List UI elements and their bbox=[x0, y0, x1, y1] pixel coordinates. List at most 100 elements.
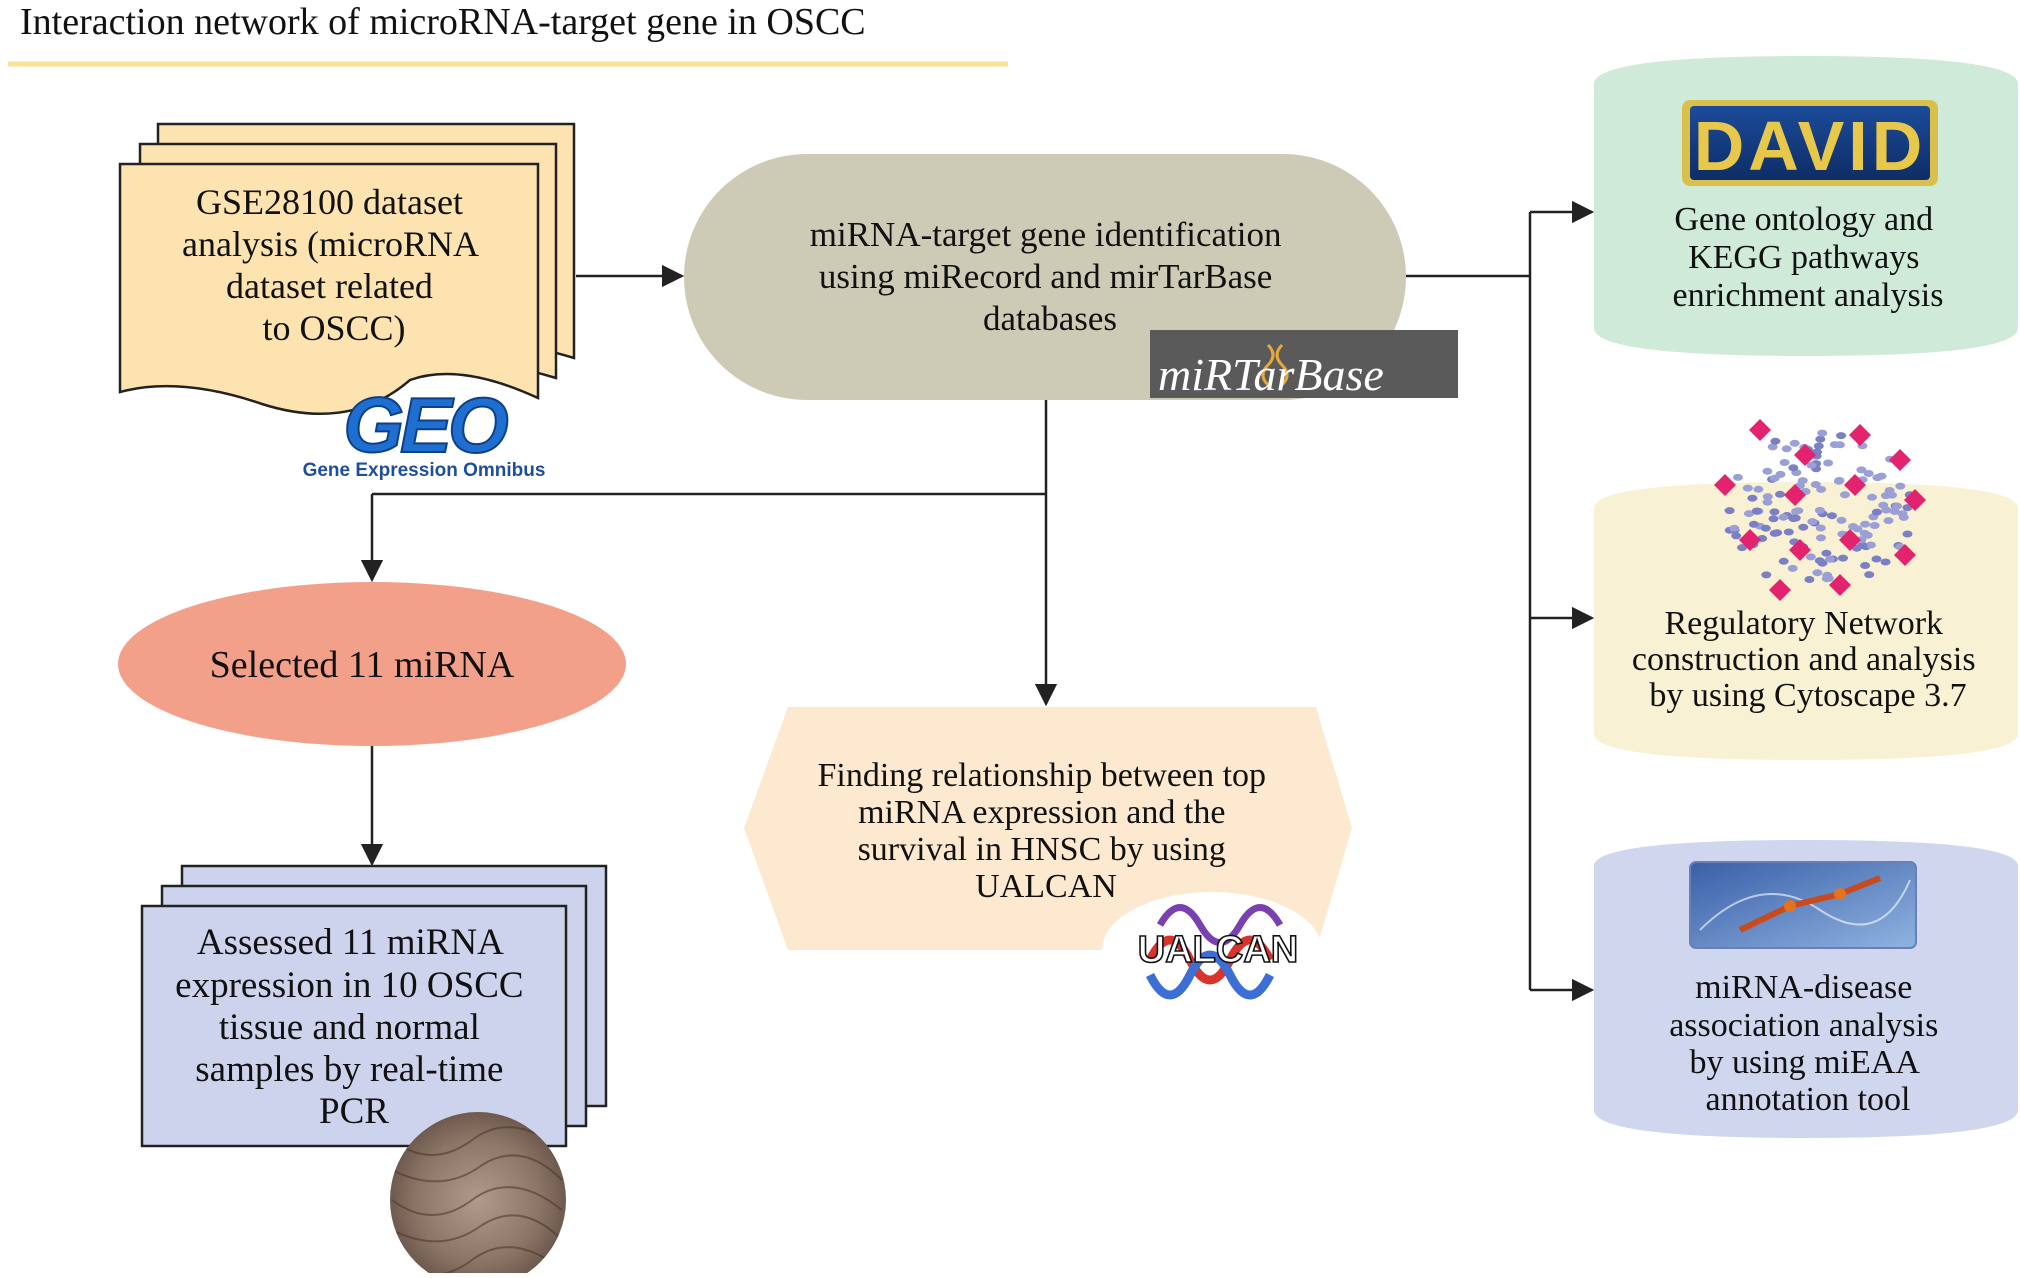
network-node bbox=[1729, 524, 1740, 532]
network-node bbox=[1836, 432, 1847, 440]
assessed-expression-line: PCR bbox=[319, 1091, 389, 1132]
geo-dataset-text: GSE28100 dataset analysis (microRNA data… bbox=[182, 182, 486, 348]
regulatory-network-line: by using Cytoscape 3.7 bbox=[1649, 677, 1966, 714]
network-node bbox=[1823, 574, 1834, 582]
network-node bbox=[1783, 528, 1794, 536]
network-node bbox=[1827, 512, 1837, 520]
network-node bbox=[1790, 514, 1801, 522]
disease-association-text: miRNA-disease association analysis by us… bbox=[1669, 969, 1947, 1118]
network-node bbox=[1817, 429, 1828, 437]
network-node bbox=[1862, 531, 1873, 539]
network-node bbox=[1815, 524, 1826, 532]
survival-analysis-line: UALCAN bbox=[975, 868, 1117, 905]
network-node bbox=[1814, 506, 1825, 514]
survival-analysis-hexagon bbox=[744, 707, 1352, 950]
network-node bbox=[1806, 461, 1817, 469]
tissue-image bbox=[390, 1112, 566, 1278]
network-node bbox=[1751, 507, 1762, 515]
survival-analysis-node: Finding relationship between top miRNA e… bbox=[744, 707, 1352, 1008]
disease-association-line: miRNA-disease bbox=[1695, 969, 1912, 1006]
network-node bbox=[1876, 472, 1887, 480]
network-node bbox=[1760, 524, 1771, 532]
network-node bbox=[1762, 467, 1773, 475]
geo-dataset-line: GSE28100 dataset bbox=[196, 182, 463, 222]
ualcan-logo: UALCAN bbox=[1102, 892, 1322, 1008]
mirtarbase-logo: miRTarBase bbox=[1150, 330, 1458, 398]
network-node bbox=[1895, 482, 1906, 490]
network-node bbox=[1869, 522, 1880, 529]
target-identification-node: miRNA-target gene identification using m… bbox=[684, 154, 1458, 400]
network-hub-diamond bbox=[1769, 579, 1791, 601]
network-node bbox=[1791, 508, 1801, 515]
assessed-expression-line: tissue and normal bbox=[219, 1007, 480, 1048]
go-kegg-line: enrichment analysis bbox=[1673, 277, 1944, 314]
network-node bbox=[1731, 532, 1742, 540]
dna-wave-icon bbox=[1145, 935, 1275, 985]
network-hub-diamond bbox=[1794, 444, 1816, 466]
network-node bbox=[1856, 466, 1867, 474]
network-node bbox=[1816, 485, 1827, 493]
network-node bbox=[1797, 477, 1808, 485]
target-identification-line: using miRecord and mirTarBase bbox=[819, 257, 1272, 296]
network-node bbox=[1871, 555, 1882, 563]
target-identification-line: miRNA-target gene identification bbox=[810, 215, 1282, 254]
network-node bbox=[1812, 569, 1823, 577]
network-node bbox=[1821, 549, 1832, 557]
helix-icon bbox=[1261, 343, 1289, 387]
network-hub-diamond bbox=[1739, 529, 1761, 551]
assessed-expression-line: expression in 10 OSCC bbox=[175, 965, 523, 1006]
network-node bbox=[1892, 502, 1902, 510]
network-node bbox=[1860, 562, 1871, 569]
box-front bbox=[140, 904, 568, 1148]
document-front bbox=[118, 162, 540, 415]
network-node bbox=[1775, 490, 1785, 498]
david-logo: DAVID bbox=[1682, 100, 1938, 186]
disease-association-line: association analysis bbox=[1669, 1007, 1938, 1044]
survival-analysis-line: Finding relationship between top bbox=[817, 757, 1266, 794]
survival-analysis-line: miRNA expression and the bbox=[858, 794, 1225, 831]
network-node bbox=[1742, 484, 1753, 492]
go-kegg-text: Gene ontology and KEGG pathways enrichme… bbox=[1673, 201, 1944, 314]
network-node bbox=[1789, 439, 1800, 447]
david-logo-text: DAVID bbox=[1694, 107, 1927, 185]
network-node bbox=[1770, 437, 1781, 445]
go-kegg-node: DAVID Gene ontology and KEGG pathways en… bbox=[1594, 56, 2018, 356]
network-node bbox=[1898, 513, 1909, 521]
target-identification-line: databases bbox=[983, 299, 1117, 338]
network-node bbox=[1775, 470, 1786, 478]
network-node bbox=[1807, 518, 1818, 526]
network-hub-diamond bbox=[1849, 424, 1871, 446]
network-node bbox=[1810, 481, 1821, 488]
go-kegg-line: Gene ontology and bbox=[1674, 201, 1933, 238]
target-identification-text: miRNA-target gene identification using m… bbox=[810, 215, 1290, 338]
network-node bbox=[1762, 498, 1773, 506]
selected-mirna-text: Selected 11 miRNA bbox=[210, 644, 515, 686]
selected-mirna-node: Selected 11 miRNA bbox=[118, 582, 626, 746]
network-hub-diamond bbox=[1789, 539, 1811, 561]
network-hub-diamond bbox=[1844, 474, 1866, 496]
network-node bbox=[1864, 571, 1875, 579]
regulatory-network-line: Regulatory Network bbox=[1664, 605, 1943, 642]
diagram-title: Interaction network of microRNA-target g… bbox=[20, 1, 866, 43]
dna-wave-icon-alt bbox=[1145, 950, 1275, 1000]
network-node bbox=[1769, 529, 1780, 537]
network-node bbox=[1747, 494, 1758, 502]
network-node bbox=[1805, 553, 1816, 561]
molecule-icon bbox=[1738, 875, 1882, 933]
network-node bbox=[1724, 507, 1735, 515]
network-node bbox=[1824, 555, 1835, 563]
network-node bbox=[1829, 441, 1840, 449]
network-node bbox=[1778, 557, 1789, 565]
network-node bbox=[1902, 530, 1913, 538]
network-node bbox=[1814, 557, 1825, 565]
survival-analysis-text: Finding relationship between top miRNA e… bbox=[817, 757, 1274, 905]
network-node bbox=[1804, 576, 1815, 583]
regulatory-network-node: Regulatory Network construction and anal… bbox=[1594, 419, 2018, 760]
assessed-expression-line: samples by real-time bbox=[195, 1049, 503, 1090]
network-node bbox=[1778, 513, 1789, 521]
network-node bbox=[1881, 506, 1892, 514]
network-node bbox=[1816, 534, 1826, 542]
network-node bbox=[1761, 571, 1772, 579]
